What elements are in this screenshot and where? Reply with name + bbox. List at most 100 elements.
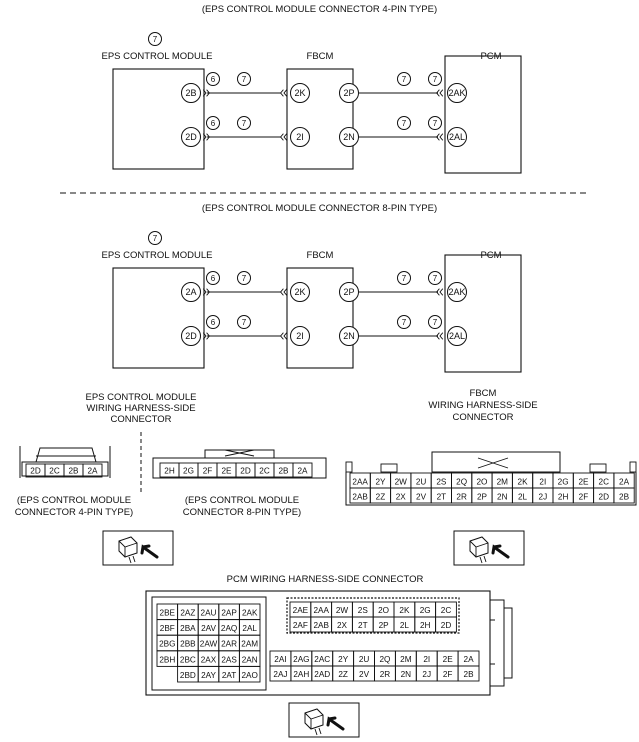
pcm-bottom-pin-0-7: 2I	[423, 655, 430, 664]
top-fbcm-left-terminal-1	[280, 133, 288, 141]
fbcm-conn-title-2: CONNECTOR	[452, 412, 513, 423]
top-eps-terminal-0-stroke	[206, 89, 210, 97]
eps-view-icon	[102, 530, 174, 566]
top-fbcm-right-pin-0	[339, 83, 359, 103]
fbcm-row2-pin-7: 2N	[497, 493, 508, 502]
bottom-eps-box	[112, 267, 205, 369]
eps-8pin-cell-7	[292, 462, 313, 478]
bottom-pcm-pin-0	[447, 282, 467, 302]
fbcm-view-icon-wires	[479, 555, 487, 564]
top-eps-pin-1-label: 2D	[185, 132, 197, 142]
top-pcm-terminal-1-stroke	[439, 133, 444, 141]
top-pcm-pin-1	[447, 127, 467, 147]
pcm-top-pin-1-6: 2H	[420, 621, 431, 630]
eps-conn-title-1: WIRING HARNESS-SIDE	[86, 403, 195, 414]
pcm-view-icon-edge	[304, 712, 324, 729]
fbcm-conn-title-0: FBCM	[470, 388, 497, 399]
eps-8pin-lock-mark	[224, 449, 255, 457]
top-eps-pin-0	[181, 83, 201, 103]
eps-8pin-caption-0: (EPS CONTROL MODULE	[185, 495, 299, 506]
fbcm-view-icon-edge	[469, 540, 489, 557]
eps-8pin-pin-1: 2G	[183, 467, 194, 476]
pcm-bottom-pin-1-2: 2AD	[314, 670, 330, 679]
bottom-wire-ref-top	[148, 231, 162, 245]
pcm-view-icon-body	[304, 708, 324, 730]
top-fbcm-left-pin-0	[290, 83, 310, 103]
bottom-eps-label: EPS CONTROL MODULE	[101, 250, 212, 261]
pcm-top-pin-1-5: 2L	[400, 621, 410, 630]
bottom-eps-terminal-0-stroke	[202, 288, 207, 296]
top-eps-conn-ref-0	[206, 72, 220, 86]
eps-4pin-caption-0: (EPS CONTROL MODULE	[17, 495, 131, 506]
pcm-top-pin-1-0: 2AF	[293, 621, 308, 630]
eps-8pin-pin-5: 2C	[259, 467, 270, 476]
bottom-eps-terminal-1-stroke	[202, 332, 207, 340]
top-pcm-terminal-1	[436, 133, 444, 141]
pcm-left-pin-2-3: 2AR	[221, 640, 237, 649]
bottom-eps-terminal-0-stroke	[206, 288, 210, 296]
top-eps-conn-ref-0-label: 6	[211, 75, 216, 84]
bottom-pcm-pin-1-label: 2AL	[449, 331, 465, 341]
bottom-pcm-box	[444, 254, 522, 373]
top-pcm-conn-ref-0	[428, 72, 442, 86]
bottom-pcm-conn-ref-0	[428, 271, 442, 285]
bottom-wire-ref-b-1-label: 7	[402, 318, 407, 327]
pcm-left-pin-0-3: 2AP	[221, 609, 237, 618]
eps-8pin-pin-3: 2E	[221, 467, 232, 476]
top-fbcm-box	[286, 68, 354, 170]
bottom-pcm-terminal-1-stroke	[436, 332, 440, 340]
top-wire-ref-a-1	[237, 116, 251, 130]
bottom-eps-pin-0	[181, 282, 201, 302]
top-pcm-conn-ref-1-label: 7	[433, 119, 438, 128]
top-pcm-terminal-1-stroke	[436, 133, 440, 141]
fbcm-view-icon-frame	[453, 530, 525, 566]
top-wire-ref-b-1-label: 7	[402, 119, 407, 128]
eps-8pin-pin-2: 2F	[203, 467, 213, 476]
fbcm-row2-pin-5: 2R	[456, 493, 467, 502]
bottom-wire-ref-a-1	[237, 315, 251, 329]
pcm-left-pin-1-0: 2BF	[160, 624, 175, 633]
fbcm-view-icon	[453, 530, 525, 566]
top-pcm-conn-ref-0-label: 7	[433, 75, 438, 84]
fbcm-conn-latch	[431, 451, 561, 473]
pcm-left-block	[151, 596, 267, 691]
fbcm-row2-pin-9: 2J	[539, 493, 548, 502]
bottom-eps-terminal-1	[202, 332, 210, 340]
eps-4pin-caption-1: CONNECTOR 4-PIN TYPE)	[15, 507, 133, 518]
pcm-top-pin-1-7: 2D	[441, 621, 452, 630]
bottom-pcm-terminal-0	[436, 288, 444, 296]
eps-4pin-connector	[21, 447, 109, 477]
bottom-fbcm-label: FBCM	[307, 250, 334, 261]
pcm-bottom-pin-1-0: 2AJ	[273, 670, 287, 679]
top-eps-label: EPS CONTROL MODULE	[101, 51, 212, 62]
pcm-left-pin-0-4: 2AK	[242, 609, 258, 618]
pcm-left-pin-4-3: 2AT	[222, 671, 236, 680]
top-wire-ref-top-label: 7	[153, 35, 158, 44]
pcm-bottom-cell-1-9	[457, 665, 480, 682]
bottom-fbcm-right-pin-0	[339, 282, 359, 302]
eps-4pin-latch	[35, 447, 97, 463]
bottom-title: (EPS CONTROL MODULE CONNECTOR 8-PIN TYPE…	[202, 203, 437, 214]
eps-conn-title-0: EPS CONTROL MODULE	[85, 392, 196, 403]
bottom-eps-pin-0-label: 2A	[185, 287, 196, 297]
pcm-bottom-pin-0-9: 2A	[464, 655, 475, 664]
top-wire-ref-a-0	[237, 72, 251, 86]
pcm-left-pin-4-4: 2AO	[242, 671, 258, 680]
fbcm-view-icon-arrow	[491, 544, 510, 559]
bottom-eps-terminal-0	[202, 288, 210, 296]
pcm-top-pin-1-4: 2P	[379, 621, 390, 630]
fbcm-row1-pin-1: 2Y	[375, 478, 386, 487]
pcm-view-icon-wires	[314, 727, 322, 736]
bottom-pcm-terminal-0-stroke	[439, 288, 444, 296]
eps-view-icon-wires	[128, 555, 136, 564]
bottom-eps-conn-ref-0-label: 6	[211, 274, 216, 283]
pcm-view-icon-frame	[288, 702, 360, 738]
bottom-fbcm-left-terminal-1-stroke	[280, 332, 284, 340]
pcm-top-pin-0-7: 2C	[441, 606, 452, 615]
fbcm-row1-pin-3: 2U	[416, 478, 427, 487]
top-wire-ref-b-0-label: 7	[402, 75, 407, 84]
pcm-bottom-pin-1-5: 2R	[380, 670, 391, 679]
pcm-bottom-pin-0-4: 2U	[359, 655, 370, 664]
fbcm-row2-pin-13: 2B	[619, 493, 630, 502]
